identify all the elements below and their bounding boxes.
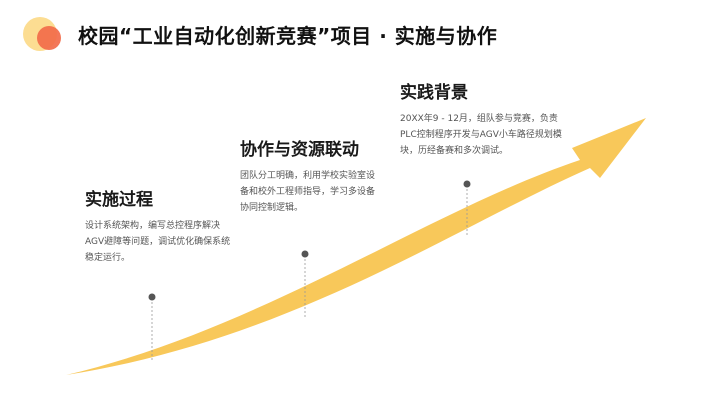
step-block-implementation: 实施过程 设计系统架构，编写总控程序解决AGV避障等问题，调试优化确保系统稳定运…: [85, 185, 235, 266]
step-text: 20XX年9 - 12月，组队参与竞赛，负责PLC控制程序开发与AGV小车路径规…: [400, 114, 562, 156]
page-title: 校园“工业自动化创新竞赛”项目 · 实施与协作: [78, 24, 498, 48]
step-heading: 实践背景: [400, 83, 468, 103]
step-heading: 实施过程: [85, 190, 153, 210]
marker-dot-1: [148, 293, 156, 301]
arrow-shape: [66, 118, 646, 375]
marker-dot-3: [463, 180, 471, 188]
step-block-collaboration: 协作与资源联动 团队分工明确，利用学校实验室设备和校外工程师指导，学习多设备协同…: [240, 135, 380, 216]
step-block-background: 实践背景 20XX年9 - 12月，组队参与竞赛，负责PLC控制程序开发与AGV…: [400, 78, 570, 159]
marker-dot-2: [301, 250, 309, 258]
step-text: 团队分工明确，利用学校实验室设备和校外工程师指导，学习多设备协同控制逻辑。: [240, 171, 376, 213]
step-heading: 协作与资源联动: [240, 140, 359, 160]
logo-circles-icon: [23, 17, 61, 51]
step-text: 设计系统架构，编写总控程序解决AGV避障等问题，调试优化确保系统稳定运行。: [85, 221, 231, 263]
